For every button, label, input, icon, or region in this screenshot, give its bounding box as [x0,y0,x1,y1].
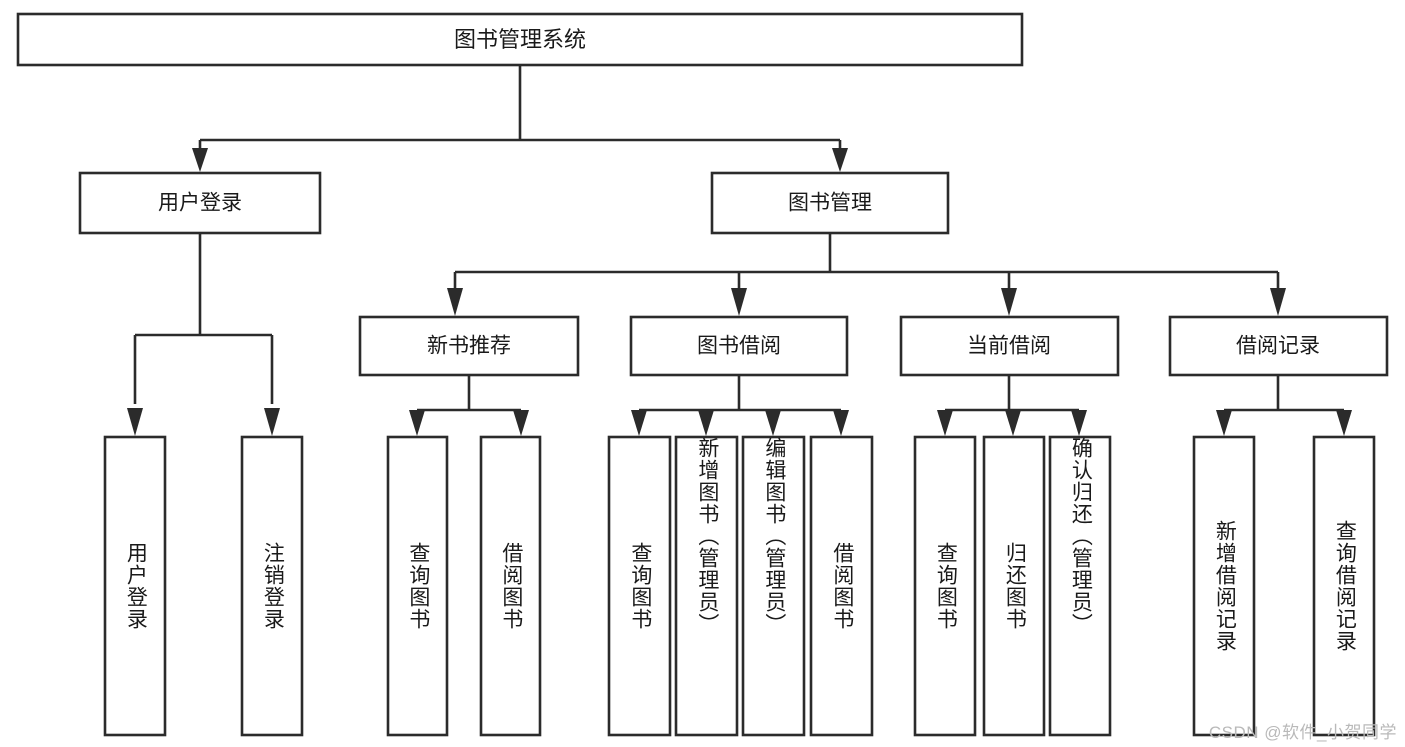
connector-userlogin-to-leaves [127,233,280,436]
connector-borrowrecord-to-leaves [1216,375,1352,436]
node-new-book-recommend-label: 新书推荐 [427,335,511,358]
leaf-box-return-book[interactable] [982,435,1046,737]
leaf-box-edit-book[interactable] [741,435,806,737]
node-user-login[interactable]: 用户登录 [78,171,322,235]
leaf-box-query-book-1[interactable] [386,435,449,737]
leaf-boxes [103,435,1376,737]
leaf-box-add-book[interactable] [674,435,739,737]
leaf-box-confirm-return[interactable] [1048,435,1112,737]
node-book-manage-label: 图书管理 [788,192,872,215]
leaf-box-borrow-book-2[interactable] [809,435,874,737]
leaf-box-user-login[interactable] [103,435,167,737]
node-borrow-record-label: 借阅记录 [1236,335,1320,358]
node-borrow-record[interactable]: 借阅记录 [1168,315,1389,377]
connector-bookmanage-to-level3 [447,233,1286,316]
node-root[interactable]: 图书管理系统 [16,12,1024,67]
connector-newbook-to-leaves [409,375,529,436]
watermark-text: CSDN @软件_小贺同学 [1208,723,1397,742]
leaf-box-query-record[interactable] [1312,435,1376,737]
connector-bookborrow-to-leaves [631,375,849,436]
node-book-borrow-label: 图书借阅 [697,335,781,358]
node-current-borrow[interactable]: 当前借阅 [899,315,1120,377]
node-root-label: 图书管理系统 [454,27,586,52]
node-book-borrow[interactable]: 图书借阅 [629,315,849,377]
node-current-borrow-label: 当前借阅 [967,335,1051,358]
leaf-box-add-record[interactable] [1192,435,1256,737]
node-book-manage[interactable]: 图书管理 [710,171,950,235]
connector-root-to-level2 [192,66,848,172]
leaf-box-borrow-book-1[interactable] [479,435,542,737]
node-new-book-recommend[interactable]: 新书推荐 [358,315,580,377]
connector-currentborrow-to-leaves [937,375,1087,436]
leaf-box-query-book-2[interactable] [607,435,672,737]
leaf-box-query-book-3[interactable] [913,435,977,737]
node-user-login-label: 用户登录 [158,192,242,215]
leaf-box-logout-login[interactable] [240,435,304,737]
